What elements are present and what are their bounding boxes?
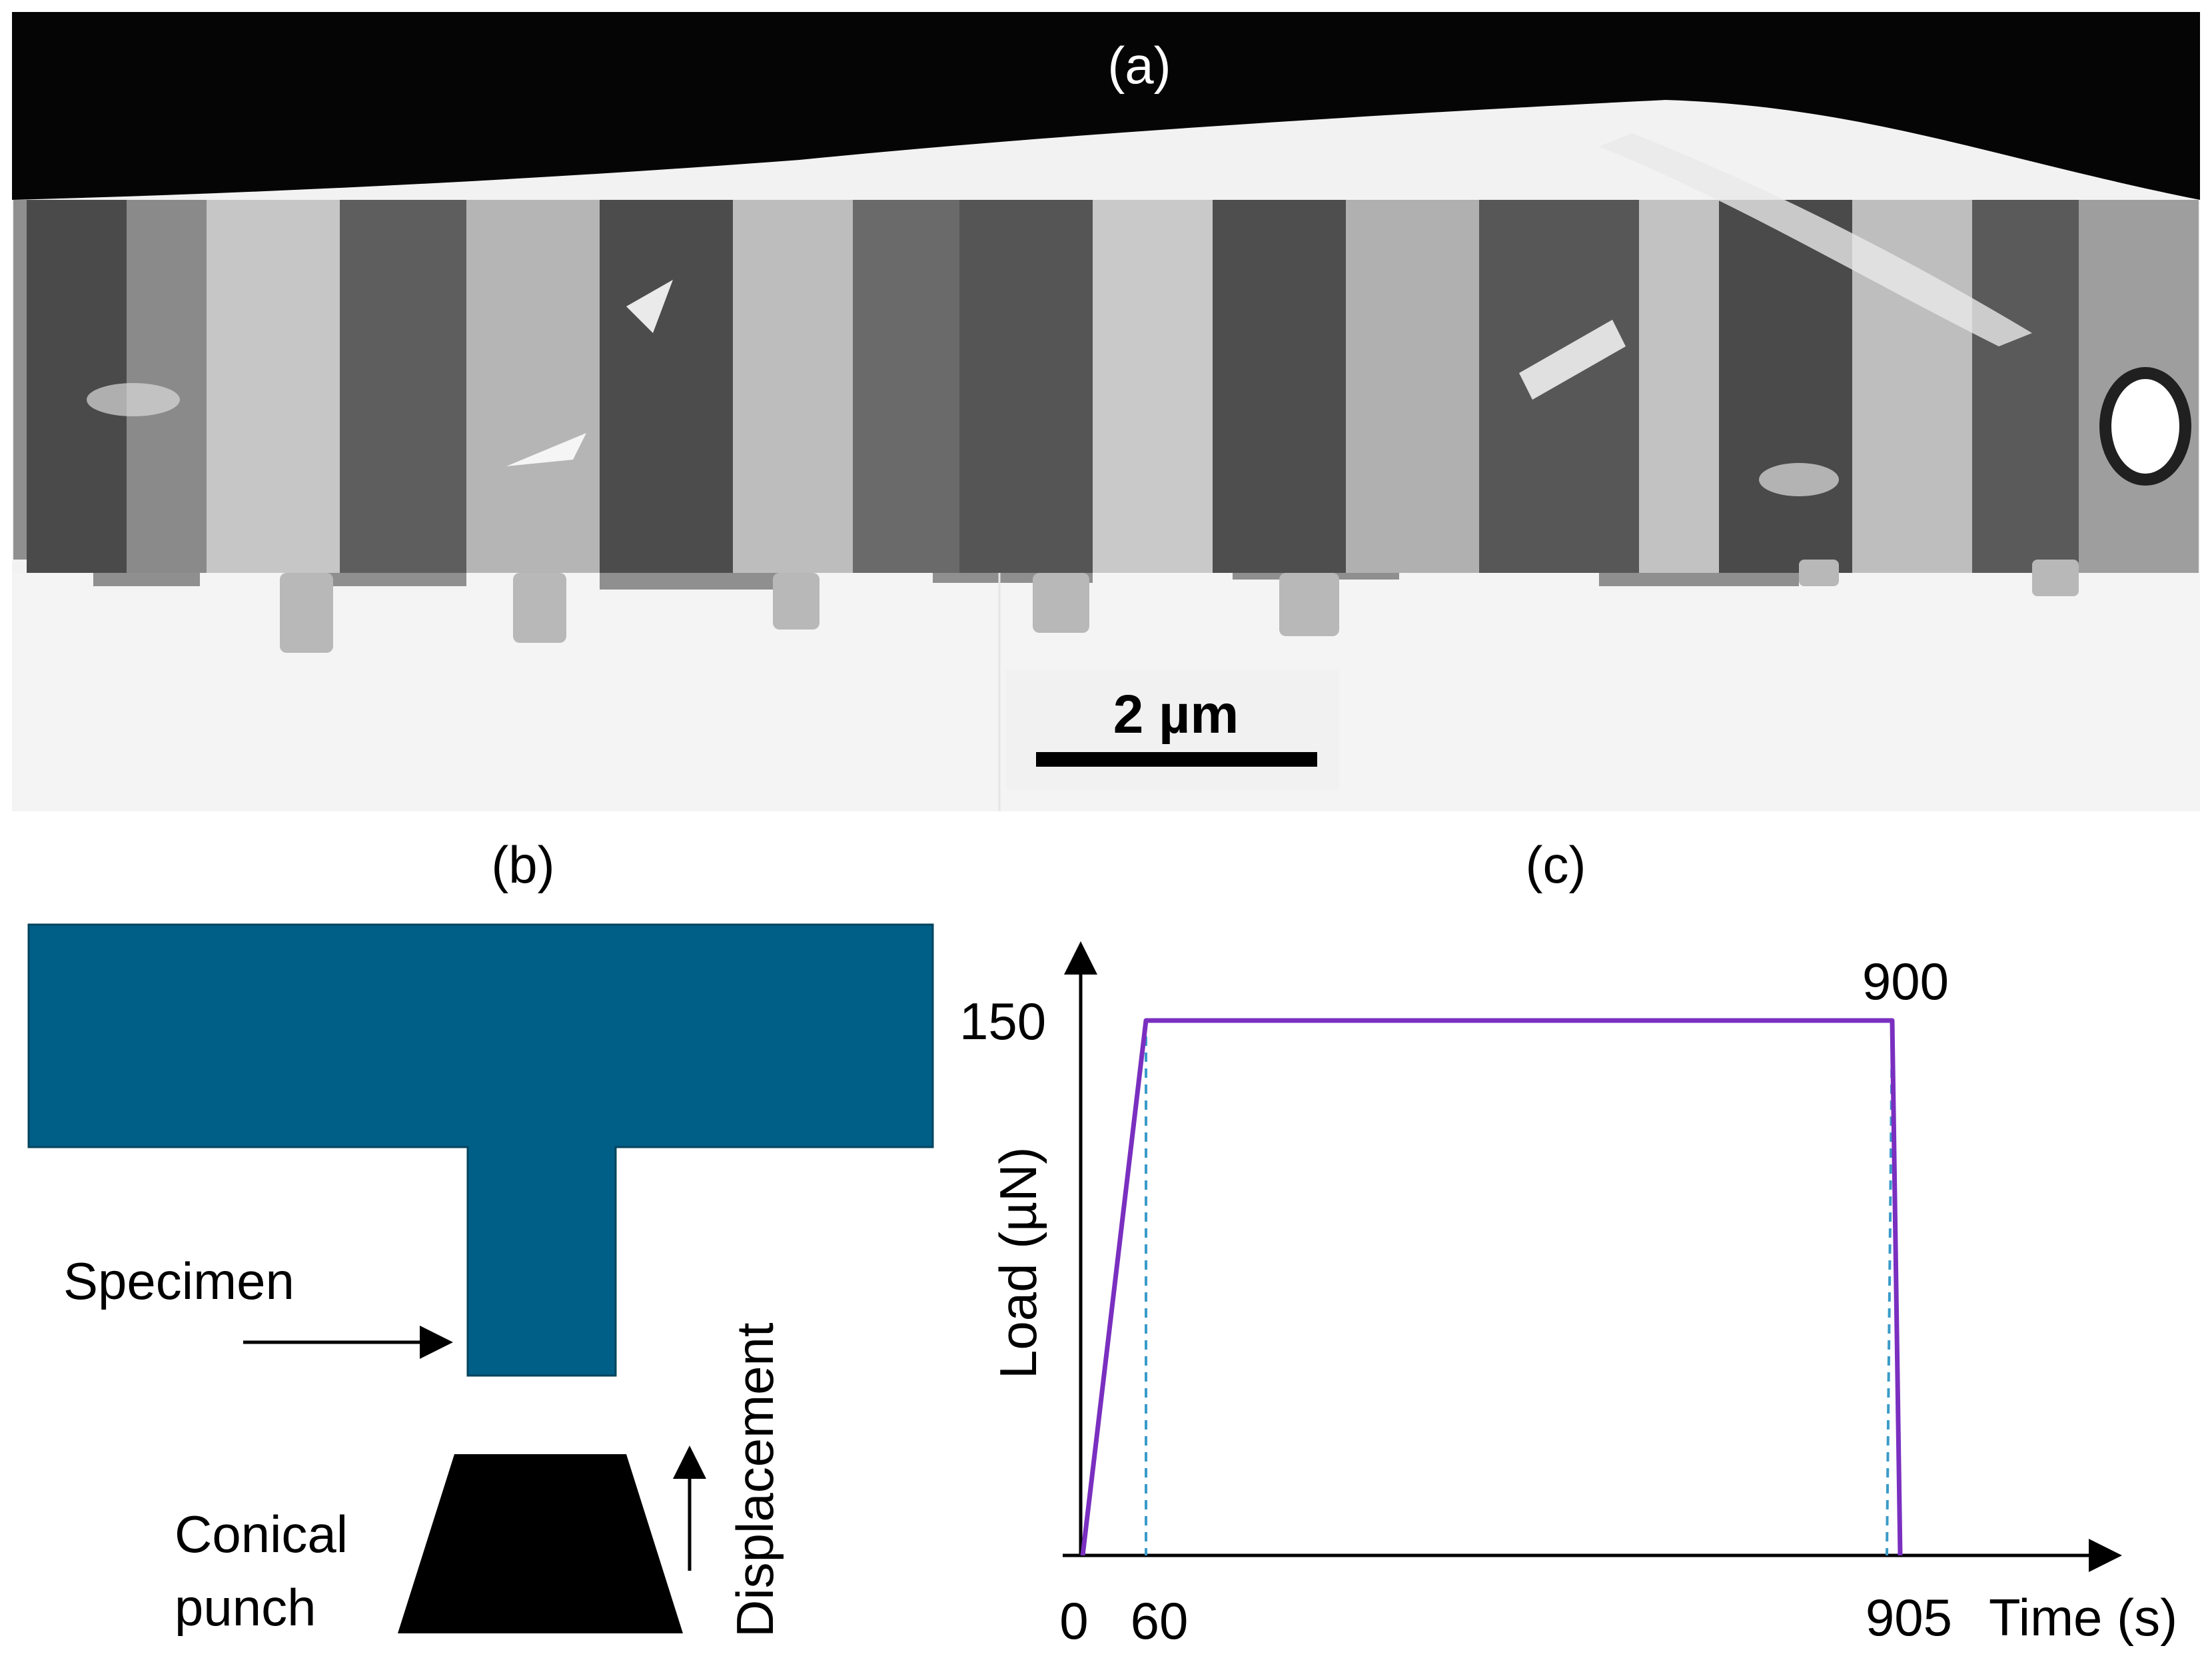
micrograph-panel: (a) 2 µm (12, 12, 2200, 811)
load-chart-panel: (c) Load (µN) Time (s) 0 60 905 150 900 (959, 835, 2177, 1650)
peak-end-label: 900 (1862, 952, 1949, 1011)
scale-bar-label: 2 µm (1113, 684, 1239, 745)
punch-label-line1: Conical (175, 1505, 348, 1563)
displacement-label: Displacement (726, 1322, 784, 1637)
x-tick-0: 0 (1059, 1591, 1088, 1650)
panel-b-label: (b) (491, 835, 554, 894)
schematic-panel: (b) Specimen Conical punch Displacement (29, 835, 933, 1637)
panel-a-label: (a) (1107, 36, 1171, 95)
scale-bar (1036, 752, 1317, 767)
chart-series (1083, 1021, 1900, 1555)
conical-punch-shape (398, 1454, 683, 1633)
chart-guides (1146, 1021, 1892, 1555)
x-axis-label: Time (s) (1989, 1588, 2177, 1647)
y-axis-label: Load (µN) (989, 1147, 1047, 1379)
y-tick-150: 150 (959, 992, 1046, 1050)
punch-label-line2: punch (175, 1578, 316, 1637)
load-profile-line (1083, 1021, 1900, 1555)
x-tick-905: 905 (1866, 1588, 1952, 1647)
panel-c-label: (c) (1526, 835, 1586, 894)
specimen-label: Specimen (63, 1252, 294, 1310)
x-tick-60: 60 (1131, 1591, 1189, 1650)
